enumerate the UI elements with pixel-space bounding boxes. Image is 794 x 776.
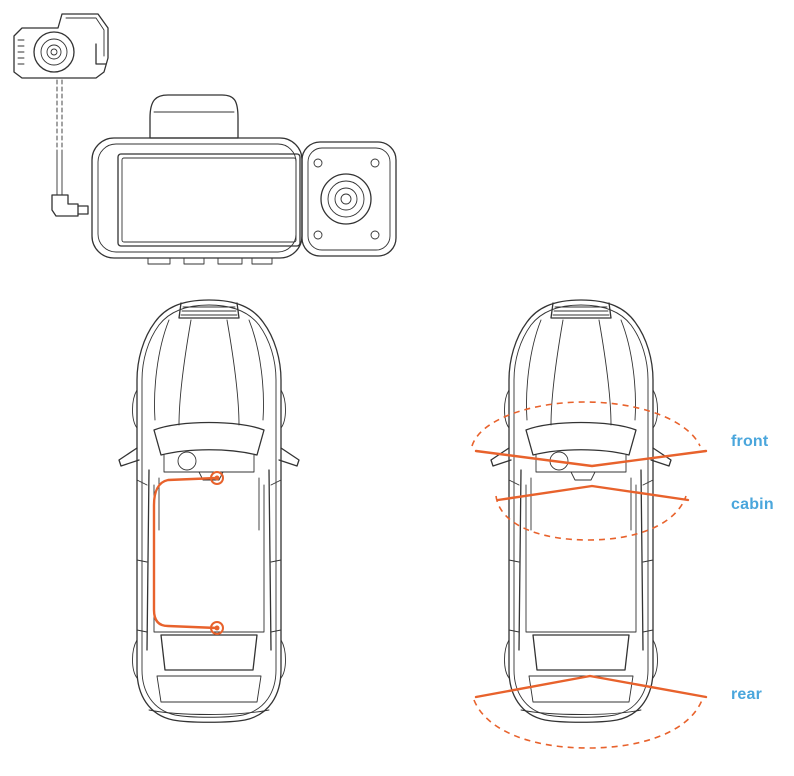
rear-label: rear bbox=[731, 686, 763, 703]
cabin-label: cabin bbox=[731, 496, 774, 513]
rear-coverage bbox=[473, 674, 708, 749]
rear-camera-icon bbox=[13, 13, 109, 79]
cabin-coverage bbox=[495, 484, 690, 541]
front-coverage bbox=[471, 401, 708, 468]
dashcam-icon bbox=[91, 94, 397, 265]
rear-mount-point bbox=[210, 621, 224, 635]
car-top-view-wiring bbox=[118, 299, 300, 723]
front-label: front bbox=[731, 433, 769, 450]
cable-routing-path bbox=[152, 471, 224, 635]
front-mount-point bbox=[210, 471, 224, 485]
camera-cable bbox=[51, 79, 89, 217]
car-top-view-coverage bbox=[490, 299, 672, 723]
